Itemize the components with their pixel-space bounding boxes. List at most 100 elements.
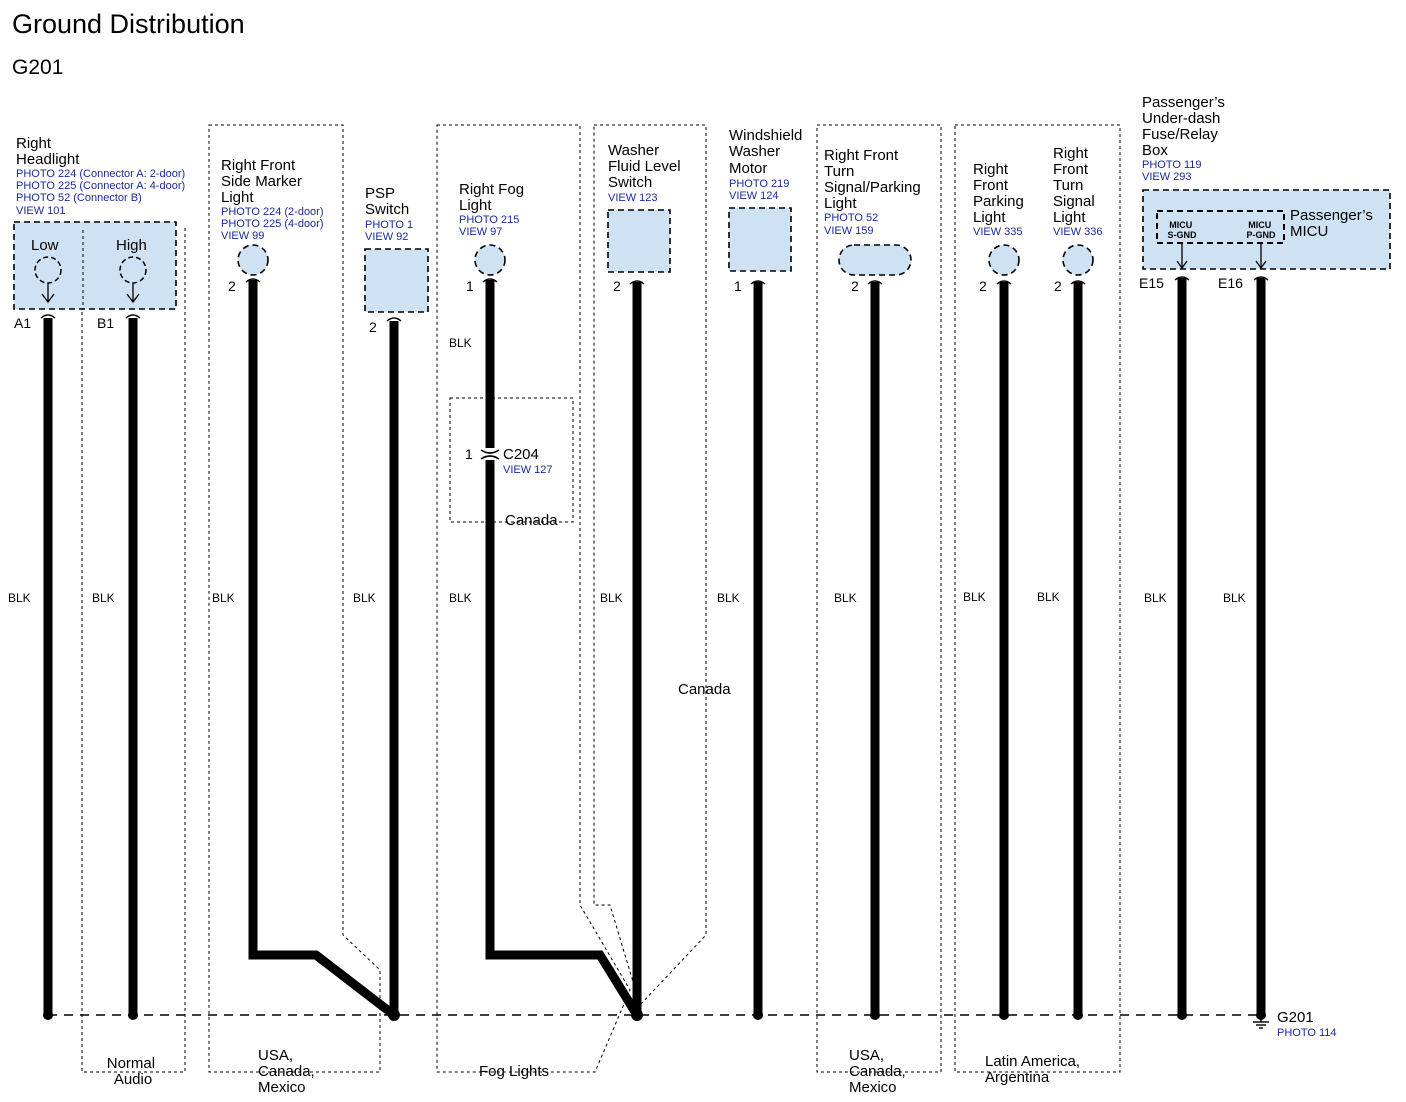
c204-ref: VIEW 127: [503, 464, 553, 476]
turn-signal-pin-label: 2: [1054, 278, 1062, 294]
headlight-high-label: High: [116, 237, 147, 254]
normal-audio-label: Normal Audio: [107, 1055, 160, 1088]
fog-lights-box: [436, 124, 631, 1073]
c204-connector-icon: [480, 448, 500, 460]
g201-ref: PHOTO 114: [1277, 1027, 1337, 1039]
right-front-side-marker-light[interactable]: Right Front Side Marker Light PHOTO 224 …: [221, 157, 327, 294]
washer-motor-pin-label: 1: [734, 278, 742, 294]
right-front-turn-signal-light[interactable]: Right Front Turn Signal Light VIEW 336 2: [1053, 145, 1103, 294]
blk-label: BLK: [353, 591, 376, 605]
wire-side-marker[interactable]: [248, 280, 397, 1019]
turn-parking-body: [838, 244, 912, 276]
washer-switch-label: Washer Fluid Level Switch: [608, 142, 685, 191]
wire-fog-light[interactable]: [485, 280, 641, 1018]
ground-icon: [1253, 1015, 1269, 1029]
turn-parking-label: Right Front Turn Signal/Parking Light: [824, 147, 925, 212]
parking-light-pin-label: 2: [979, 278, 987, 294]
fog-light-bulb-icon: [474, 244, 506, 276]
fog-light-refs: PHOTO 215 VIEW 97: [459, 214, 522, 238]
parking-light-ref: VIEW 335: [973, 226, 1023, 238]
g201-ground[interactable]: G201 PHOTO 114: [1253, 1009, 1337, 1039]
pin-e15-label: E15: [1139, 275, 1164, 291]
washer-motor-label: Windshield Washer Motor: [729, 127, 807, 177]
blk-label: BLK: [963, 590, 986, 604]
option-boxes: [81, 124, 1121, 1073]
usa-canada-mexico-label-2: USA, Canada, Mexico: [849, 1047, 910, 1096]
blk-label: BLK: [8, 591, 31, 605]
usa-canada-mexico-label-1: USA, Canada, Mexico: [258, 1047, 319, 1096]
turn-signal-label: Right Front Turn Signal Light: [1053, 145, 1099, 226]
parking-light-label: Right Front Parking Light: [973, 161, 1028, 226]
headlight-high-bulb-icon: [119, 256, 147, 304]
fog-lights-label: Fog Lights: [479, 1063, 549, 1080]
right-headlight-refs: PHOTO 224 (Connector A: 2-door) PHOTO 22…: [16, 168, 188, 217]
pin-b1-label: B1: [97, 315, 114, 331]
right-front-parking-light[interactable]: Right Front Parking Light VIEW 335 2: [973, 161, 1028, 294]
wire-color-labels: BLK BLK BLK BLK BLK BLK BLK BLK BLK BLK …: [8, 336, 1246, 605]
c204-pin-label: 1: [465, 446, 473, 462]
fuse-box-body: [1142, 189, 1391, 270]
right-fog-light[interactable]: Right Fog Light PHOTO 215 VIEW 97 1: [459, 181, 528, 294]
blk-label: BLK: [1223, 591, 1246, 605]
side-marker-refs: PHOTO 224 (2-door) PHOTO 225 (4-door) VI…: [221, 206, 327, 242]
latin-america-label: Latin America, Argentina: [985, 1053, 1084, 1086]
turn-signal-bulb-icon: [1062, 244, 1094, 276]
psp-switch-body: [364, 248, 429, 313]
side-marker-bulb-icon: [237, 244, 269, 276]
side-marker-pin-label: 2: [228, 278, 236, 294]
c204-canada-box: [449, 397, 574, 523]
psp-switch-refs: PHOTO 1 VIEW 92: [365, 219, 416, 243]
washer-switch-pin-label: 2: [613, 278, 621, 294]
page-title: Ground Distribution: [12, 9, 245, 39]
right-front-turn-signal-parking-light[interactable]: Right Front Turn Signal/Parking Light PH…: [824, 147, 925, 294]
psp-switch[interactable]: PSP Switch PHOTO 1 VIEW 92 2: [364, 185, 429, 335]
blk-label: BLK: [1037, 590, 1060, 604]
group-labels: Normal Audio USA, Canada, Mexico Fog Lig…: [107, 1047, 1084, 1096]
psp-switch-label: PSP Switch: [365, 185, 409, 218]
washer-switch-region-label: Canada: [678, 681, 731, 698]
washer-switch-body: [607, 209, 671, 273]
headlight-low-label: Low: [31, 237, 59, 254]
fog-light-label: Right Fog Light: [459, 181, 528, 214]
blk-label: BLK: [449, 336, 472, 350]
micu-pgnd-label: MICU P-GND: [1247, 220, 1277, 240]
blk-label: BLK: [717, 591, 740, 605]
turn-signal-ref: VIEW 336: [1053, 226, 1103, 238]
windshield-washer-motor[interactable]: Windshield Washer Motor PHOTO 219 VIEW 1…: [728, 127, 807, 294]
side-marker-label: Right Front Side Marker Light: [221, 157, 306, 206]
blk-label: BLK: [834, 591, 857, 605]
blk-label: BLK: [92, 591, 115, 605]
pgnd-arrow-icon: [1255, 243, 1267, 270]
pin-e16-label: E16: [1218, 275, 1243, 291]
washer-fluid-level-switch[interactable]: Washer Fluid Level Switch VIEW 123 2 Can…: [607, 142, 731, 698]
psp-switch-pin-label: 2: [369, 319, 377, 335]
pin-a1-label: A1: [14, 315, 31, 331]
parking-light-bulb-icon: [988, 244, 1020, 276]
headlight-low-bulb-icon: [34, 256, 62, 304]
right-headlight[interactable]: Right Headlight PHOTO 224 (Connector A: …: [13, 135, 188, 331]
passengers-under-dash-fuse-relay-box[interactable]: Passenger’s Under-dash Fuse/Relay Box PH…: [1139, 94, 1391, 291]
headlight-body: [13, 221, 177, 310]
c204-region-label: Canada: [505, 512, 558, 529]
page-subtitle: G201: [12, 56, 63, 79]
normal-audio-box: [81, 228, 186, 1073]
turn-parking-refs: PHOTO 52 VIEW 159: [824, 212, 881, 237]
washer-motor-refs: PHOTO 219 VIEW 124: [729, 178, 792, 202]
g201-label: G201: [1277, 1009, 1314, 1026]
wires: [43, 278, 1266, 1019]
usa-canada-mexico-box-2: [816, 124, 942, 1073]
latin-america-box: [954, 124, 1121, 1073]
fuse-box-refs: PHOTO 119 VIEW 293: [1142, 159, 1205, 183]
usa-canada-mexico-box-1: [208, 124, 381, 1073]
c204-connector[interactable]: 1 C204 VIEW 127 Canada: [465, 446, 558, 529]
micu-label: Passenger’s MICU: [1290, 207, 1377, 240]
micu-sgnd-label: MICU S-GND: [1168, 220, 1198, 240]
right-headlight-label: Right Headlight: [16, 135, 80, 168]
blk-label: BLK: [212, 591, 235, 605]
pin-terminals: [40, 276, 1269, 322]
c204-label: C204: [503, 446, 539, 463]
washer-switch-ref: VIEW 123: [608, 192, 658, 204]
fog-light-pin-label: 1: [466, 278, 474, 294]
blk-label: BLK: [449, 591, 472, 605]
